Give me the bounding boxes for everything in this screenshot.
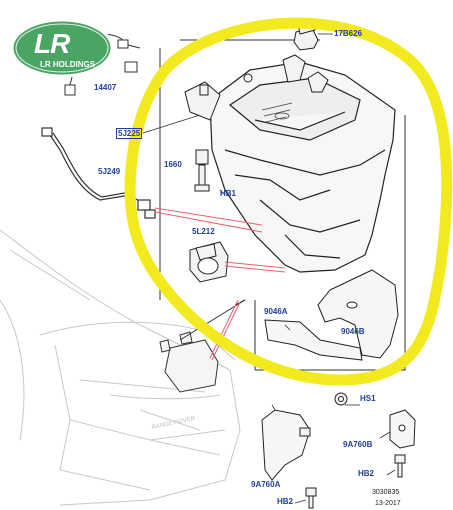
label-hb1: HB1 <box>220 189 237 198</box>
hose-5j249 <box>41 127 156 219</box>
label-5j249: 5J249 <box>98 167 121 176</box>
label-1660: 1660 <box>164 160 182 169</box>
logo-sub-text: LR HOLDINGS <box>40 60 96 69</box>
bracket-1660 <box>184 81 221 121</box>
leader-5j225 <box>142 114 201 134</box>
pointer-lines <box>154 207 286 361</box>
leader-lines <box>219 189 396 504</box>
shield-9046b <box>317 269 399 359</box>
label-17b626: 17B626 <box>334 29 363 38</box>
installed-tank <box>159 331 219 393</box>
label-14407: 14407 <box>94 83 117 92</box>
label-hb2-left: HB2 <box>277 497 294 506</box>
nut-hs1 <box>334 392 348 406</box>
tank-main-body <box>209 61 396 273</box>
vehicle-badge-text: RANGE ROVER <box>151 416 196 431</box>
label-9046b: 9046B <box>341 327 365 336</box>
tank-filler-neck <box>243 54 329 93</box>
tank-decal <box>261 102 293 123</box>
label-9a760b: 9A760B <box>343 440 373 449</box>
lr-logo <box>10 18 114 78</box>
label-hs1: HS1 <box>360 394 376 403</box>
label-5j225: 5J225 <box>116 128 143 139</box>
pump-5l212 <box>189 241 229 283</box>
bracket-9a760a <box>261 409 311 481</box>
bolt-hb1 <box>194 149 210 192</box>
label-hb2-right: HB2 <box>358 469 375 478</box>
footer-ref: 3030835 <box>372 489 400 496</box>
logo-main-text: LR <box>34 28 70 59</box>
footer-date: 13-2017 <box>375 500 401 507</box>
vehicle-outline <box>0 229 241 506</box>
label-9046a: 9046A <box>264 307 288 316</box>
bolt-hb2-left <box>305 487 317 509</box>
label-5l212: 5L212 <box>192 227 215 236</box>
bolt-hb2-right <box>394 454 406 478</box>
label-9a760a: 9A760A <box>251 480 281 489</box>
shield-9046a <box>264 319 363 361</box>
bracket-9a760b <box>389 409 416 449</box>
highlight-ellipse <box>124 17 453 386</box>
